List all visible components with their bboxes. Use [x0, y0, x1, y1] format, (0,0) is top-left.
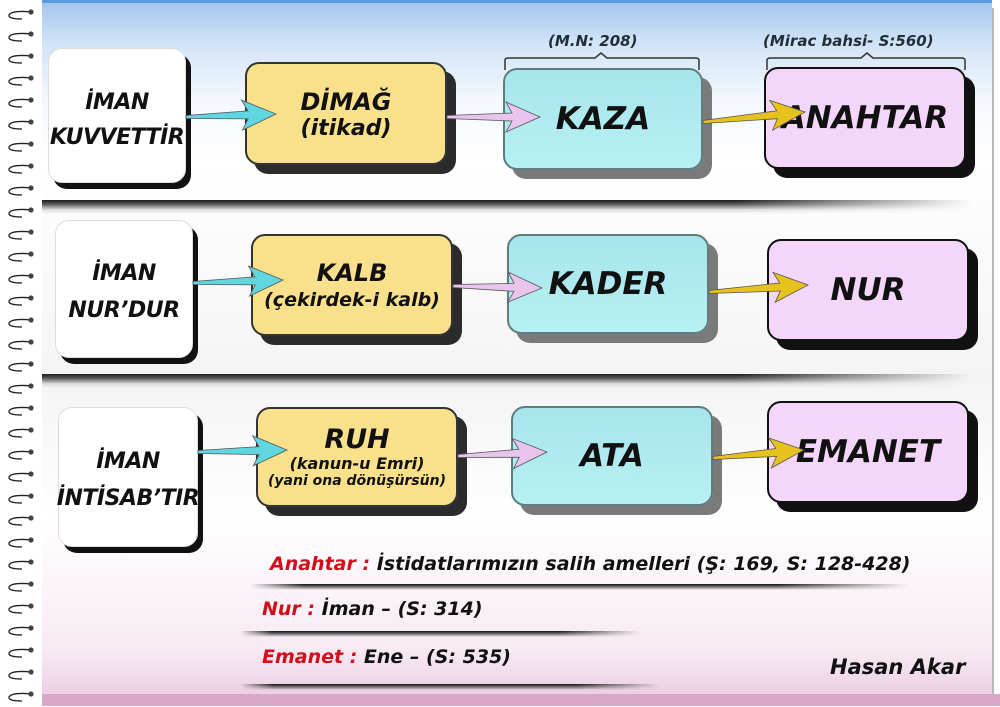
spiral-ring: [4, 50, 34, 64]
arrow-concept-to-result: [708, 271, 809, 304]
note-emanet: Emanet : Ene – (S: 535): [262, 646, 511, 668]
concept-bracket: [504, 52, 700, 70]
arrow-faculty-to-concept: [452, 271, 543, 304]
author-signature: Hasan Akar: [830, 655, 966, 679]
note-underline: [250, 584, 910, 590]
arrow-faculty-to-concept: [457, 437, 548, 470]
row-divider: [42, 200, 972, 214]
faculty-title: DİMAĞ: [300, 87, 392, 116]
spiral-ring: [4, 534, 34, 548]
spiral-ring: [4, 314, 34, 328]
spiral-ring: [4, 622, 34, 636]
faculty-subtitle: (çekirdek-i kalb): [264, 289, 440, 311]
statement-line: İMAN: [92, 261, 156, 286]
result-label: EMANET: [795, 434, 941, 470]
concept-label: KAZA: [555, 101, 651, 137]
note-key: Nur :: [262, 598, 316, 620]
faculty-subtitle: (kanun-u Emri): [289, 454, 425, 473]
result-box-2: NUR: [767, 239, 969, 341]
faculty-title: KALB: [316, 259, 388, 287]
concept-box-1: KAZA: [503, 68, 703, 170]
spiral-ring: [4, 204, 34, 218]
spiral-ring: [4, 94, 34, 108]
faculty-box-1: DİMAĞ (itikad): [245, 62, 447, 165]
faculty-box-3: RUH (kanun-u Emri) (yani ona dönüşürsün): [256, 407, 458, 507]
arrow-faculty-to-concept: [446, 101, 541, 133]
spiral-ring: [4, 336, 34, 350]
spiral-ring: [4, 490, 34, 504]
page-bottom-band: [42, 694, 1000, 706]
concept-label: KADER: [548, 266, 668, 302]
page-right-border: [992, 8, 994, 698]
spiral-ring: [4, 116, 34, 130]
arrow-statement-to-faculty: [192, 265, 284, 297]
spiral-ring: [4, 468, 34, 482]
faculty-title: RUH: [324, 424, 390, 455]
spiral-ring: [4, 358, 34, 372]
arrow-statement-to-faculty: [185, 99, 277, 131]
spiral-ring: [4, 72, 34, 86]
spiral-ring: [4, 512, 34, 526]
statement-line: İNTİSAB’TIR: [56, 486, 200, 511]
spiral-ring: [4, 556, 34, 570]
arrow-concept-to-result: [702, 99, 806, 132]
note-nur: Nur : İman – (S: 314): [262, 598, 483, 620]
statement-box-1: İMAN KUVVETTİR: [48, 48, 186, 183]
spiral-ring: [4, 424, 34, 438]
statement-line: KUVVETTİR: [49, 124, 185, 150]
spiral-ring: [4, 248, 34, 262]
result-bracket: [766, 52, 966, 70]
page-top-border: [42, 0, 992, 3]
statement-line: NUR’DUR: [68, 298, 180, 323]
spiral-ring: [4, 138, 34, 152]
statement-line: İMAN: [96, 449, 160, 474]
spiral-ring: [4, 6, 34, 20]
spiral-ring: [4, 160, 34, 174]
result-label: NUR: [830, 272, 906, 308]
spiral-ring: [4, 666, 34, 680]
arrow-concept-to-result: [712, 437, 805, 469]
note-underline: [240, 684, 660, 690]
note-text: İman – (S: 314): [315, 598, 483, 620]
spiral-ring: [4, 578, 34, 592]
result-reference: (Mirac bahsi- S:560): [763, 32, 934, 50]
concept-box-2: KADER: [507, 234, 709, 334]
spiral-ring: [4, 688, 34, 702]
note-text: Ene – (S: 535): [357, 646, 511, 668]
result-label: ANAHTAR: [781, 100, 949, 136]
note-text: İstidatlarımızın salih amelleri (Ş: 169,…: [370, 553, 911, 575]
note-key: Anahtar :: [270, 553, 371, 575]
row-divider: [42, 374, 972, 388]
faculty-box-2: KALB (çekirdek-i kalb): [251, 234, 453, 336]
statement-line: İMAN: [85, 89, 149, 115]
note-anahtar: Anahtar : İstidatlarımızın salih ameller…: [270, 553, 910, 575]
concept-reference: (M.N: 208): [548, 32, 638, 50]
spiral-ring: [4, 600, 34, 614]
spiral-ring: [4, 182, 34, 196]
spiral-ring: [4, 226, 34, 240]
spiral-ring: [4, 446, 34, 460]
statement-box-2: İMAN NUR’DUR: [55, 220, 193, 358]
faculty-subtitle: (itikad): [300, 115, 392, 141]
note-underline: [240, 631, 640, 637]
spiral-ring: [4, 402, 34, 416]
spiral-ring: [4, 380, 34, 394]
note-key: Emanet :: [262, 646, 358, 668]
spiral-ring: [4, 292, 34, 306]
concept-box-3: ATA: [511, 406, 713, 506]
statement-box-3: İMAN İNTİSAB’TIR: [56, 407, 200, 547]
arrow-statement-to-faculty: [197, 434, 288, 467]
spiral-binding: [0, 0, 42, 706]
spiral-ring: [4, 270, 34, 284]
spiral-ring: [4, 644, 34, 658]
concept-label: ATA: [580, 438, 644, 474]
faculty-note: (yani ona dönüşürsün): [268, 473, 446, 489]
spiral-ring: [4, 28, 34, 42]
